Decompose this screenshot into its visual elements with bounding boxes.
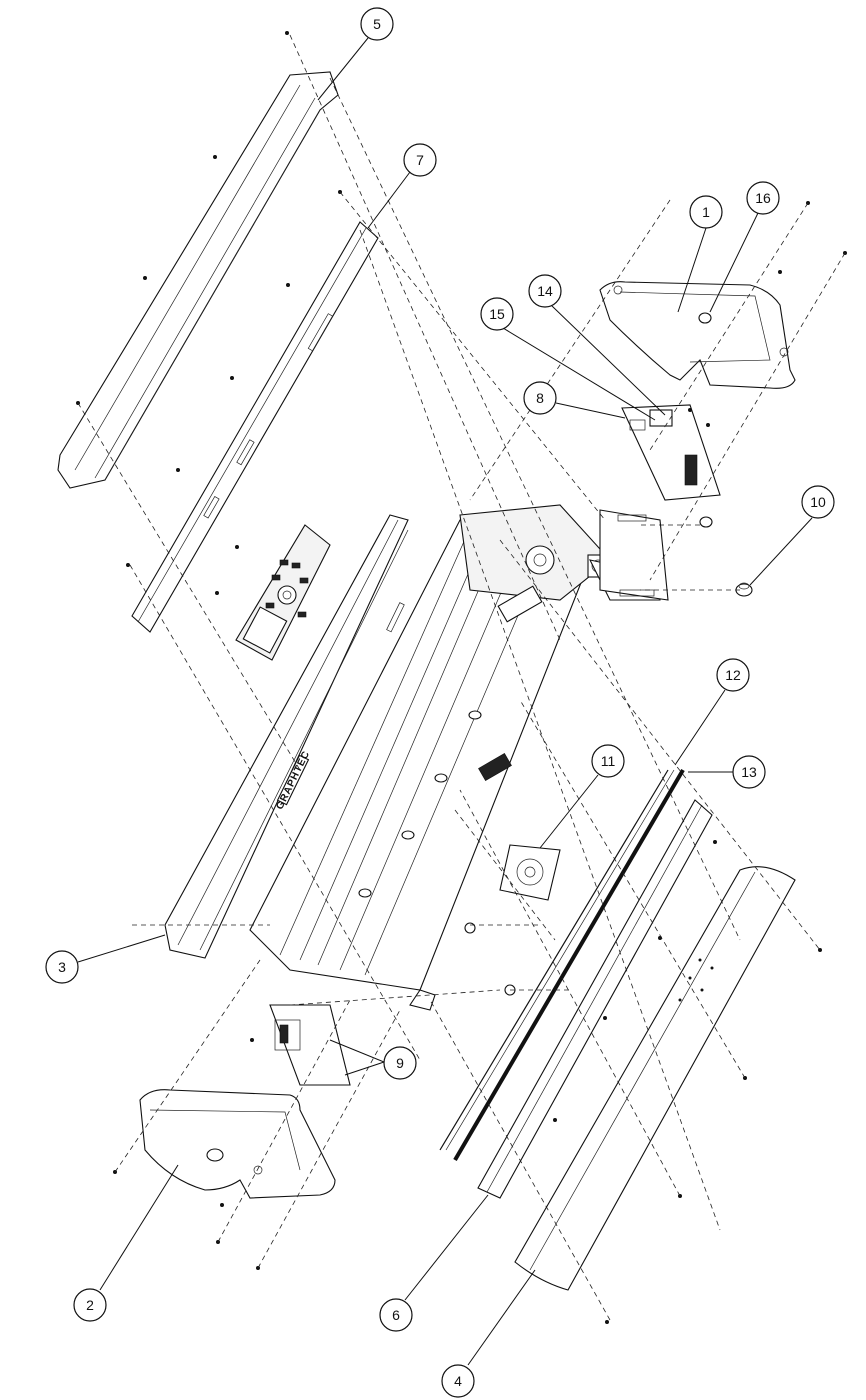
- callout-label: 3: [58, 959, 66, 975]
- callout-balloon: [379, 1298, 413, 1332]
- callout-label: 16: [755, 190, 771, 206]
- callout-10: 10: [749, 485, 835, 586]
- callout-balloon: [480, 297, 514, 331]
- control-board: [621, 318, 721, 501]
- callout-label: 9: [396, 1055, 404, 1071]
- right-side-cover: [599, 201, 847, 389]
- callout-label: 8: [536, 390, 544, 406]
- callout-label: 10: [810, 494, 826, 510]
- foot: [699, 516, 753, 597]
- callout-15: 15: [480, 297, 656, 421]
- rear-top-cover: [57, 31, 339, 489]
- callout-balloon: [403, 143, 437, 177]
- front-rail: [477, 799, 717, 1199]
- callout-9: 9: [329, 1039, 417, 1080]
- callout-balloon: [45, 950, 79, 984]
- callout-12: 12: [674, 658, 750, 766]
- callout-4: 4: [441, 1269, 536, 1398]
- callout-16: 16: [709, 181, 780, 313]
- callout-balloon: [591, 744, 625, 778]
- callout-balloon: [360, 7, 394, 41]
- top-panel: [126, 190, 379, 633]
- callout-label: 6: [392, 1307, 400, 1323]
- callout-label: 1: [702, 204, 710, 220]
- callout-label: 4: [454, 1373, 462, 1389]
- callout-balloon: [732, 755, 766, 789]
- cutting-strip: [439, 769, 675, 1151]
- assembly-lines: [77, 34, 846, 1321]
- callout-label: 11: [601, 753, 616, 769]
- right-side-plate: [599, 509, 669, 601]
- callout-label: 5: [373, 16, 381, 32]
- callout-balloon: [523, 381, 557, 415]
- grit-rail: [453, 768, 685, 1162]
- callout-label: 12: [725, 667, 741, 683]
- callout-8: 8: [523, 381, 626, 419]
- callout-label: 15: [489, 306, 505, 322]
- callout-balloon: [746, 181, 780, 215]
- callout-label: 14: [537, 283, 553, 299]
- callout-label: 2: [86, 1297, 94, 1313]
- callout-balloon: [528, 274, 562, 308]
- control-panel: [215, 524, 331, 661]
- callout-balloon: [383, 1046, 417, 1080]
- front-guide-cover: [514, 866, 822, 1324]
- left-board: [250, 1004, 351, 1086]
- callout-7: 7: [367, 143, 437, 229]
- callout-2: 2: [73, 1164, 179, 1322]
- callout-balloon: [801, 485, 835, 519]
- callout-label: 7: [416, 152, 424, 168]
- callout-13: 13: [688, 755, 766, 789]
- callout-6: 6: [379, 1194, 489, 1332]
- callout-5: 5: [317, 7, 394, 101]
- callout-balloon: [441, 1364, 475, 1398]
- callout-balloon: [716, 658, 750, 692]
- fan: [499, 844, 561, 901]
- callout-balloon: [689, 195, 723, 229]
- callout-balloon: [73, 1288, 107, 1322]
- left-side-cover: [113, 1089, 336, 1270]
- callout-3: 3: [45, 934, 166, 984]
- callout-11: 11: [539, 744, 625, 849]
- callout-14: 14: [528, 274, 666, 416]
- callout-label: 13: [741, 764, 757, 780]
- callout-1: 1: [677, 195, 723, 313]
